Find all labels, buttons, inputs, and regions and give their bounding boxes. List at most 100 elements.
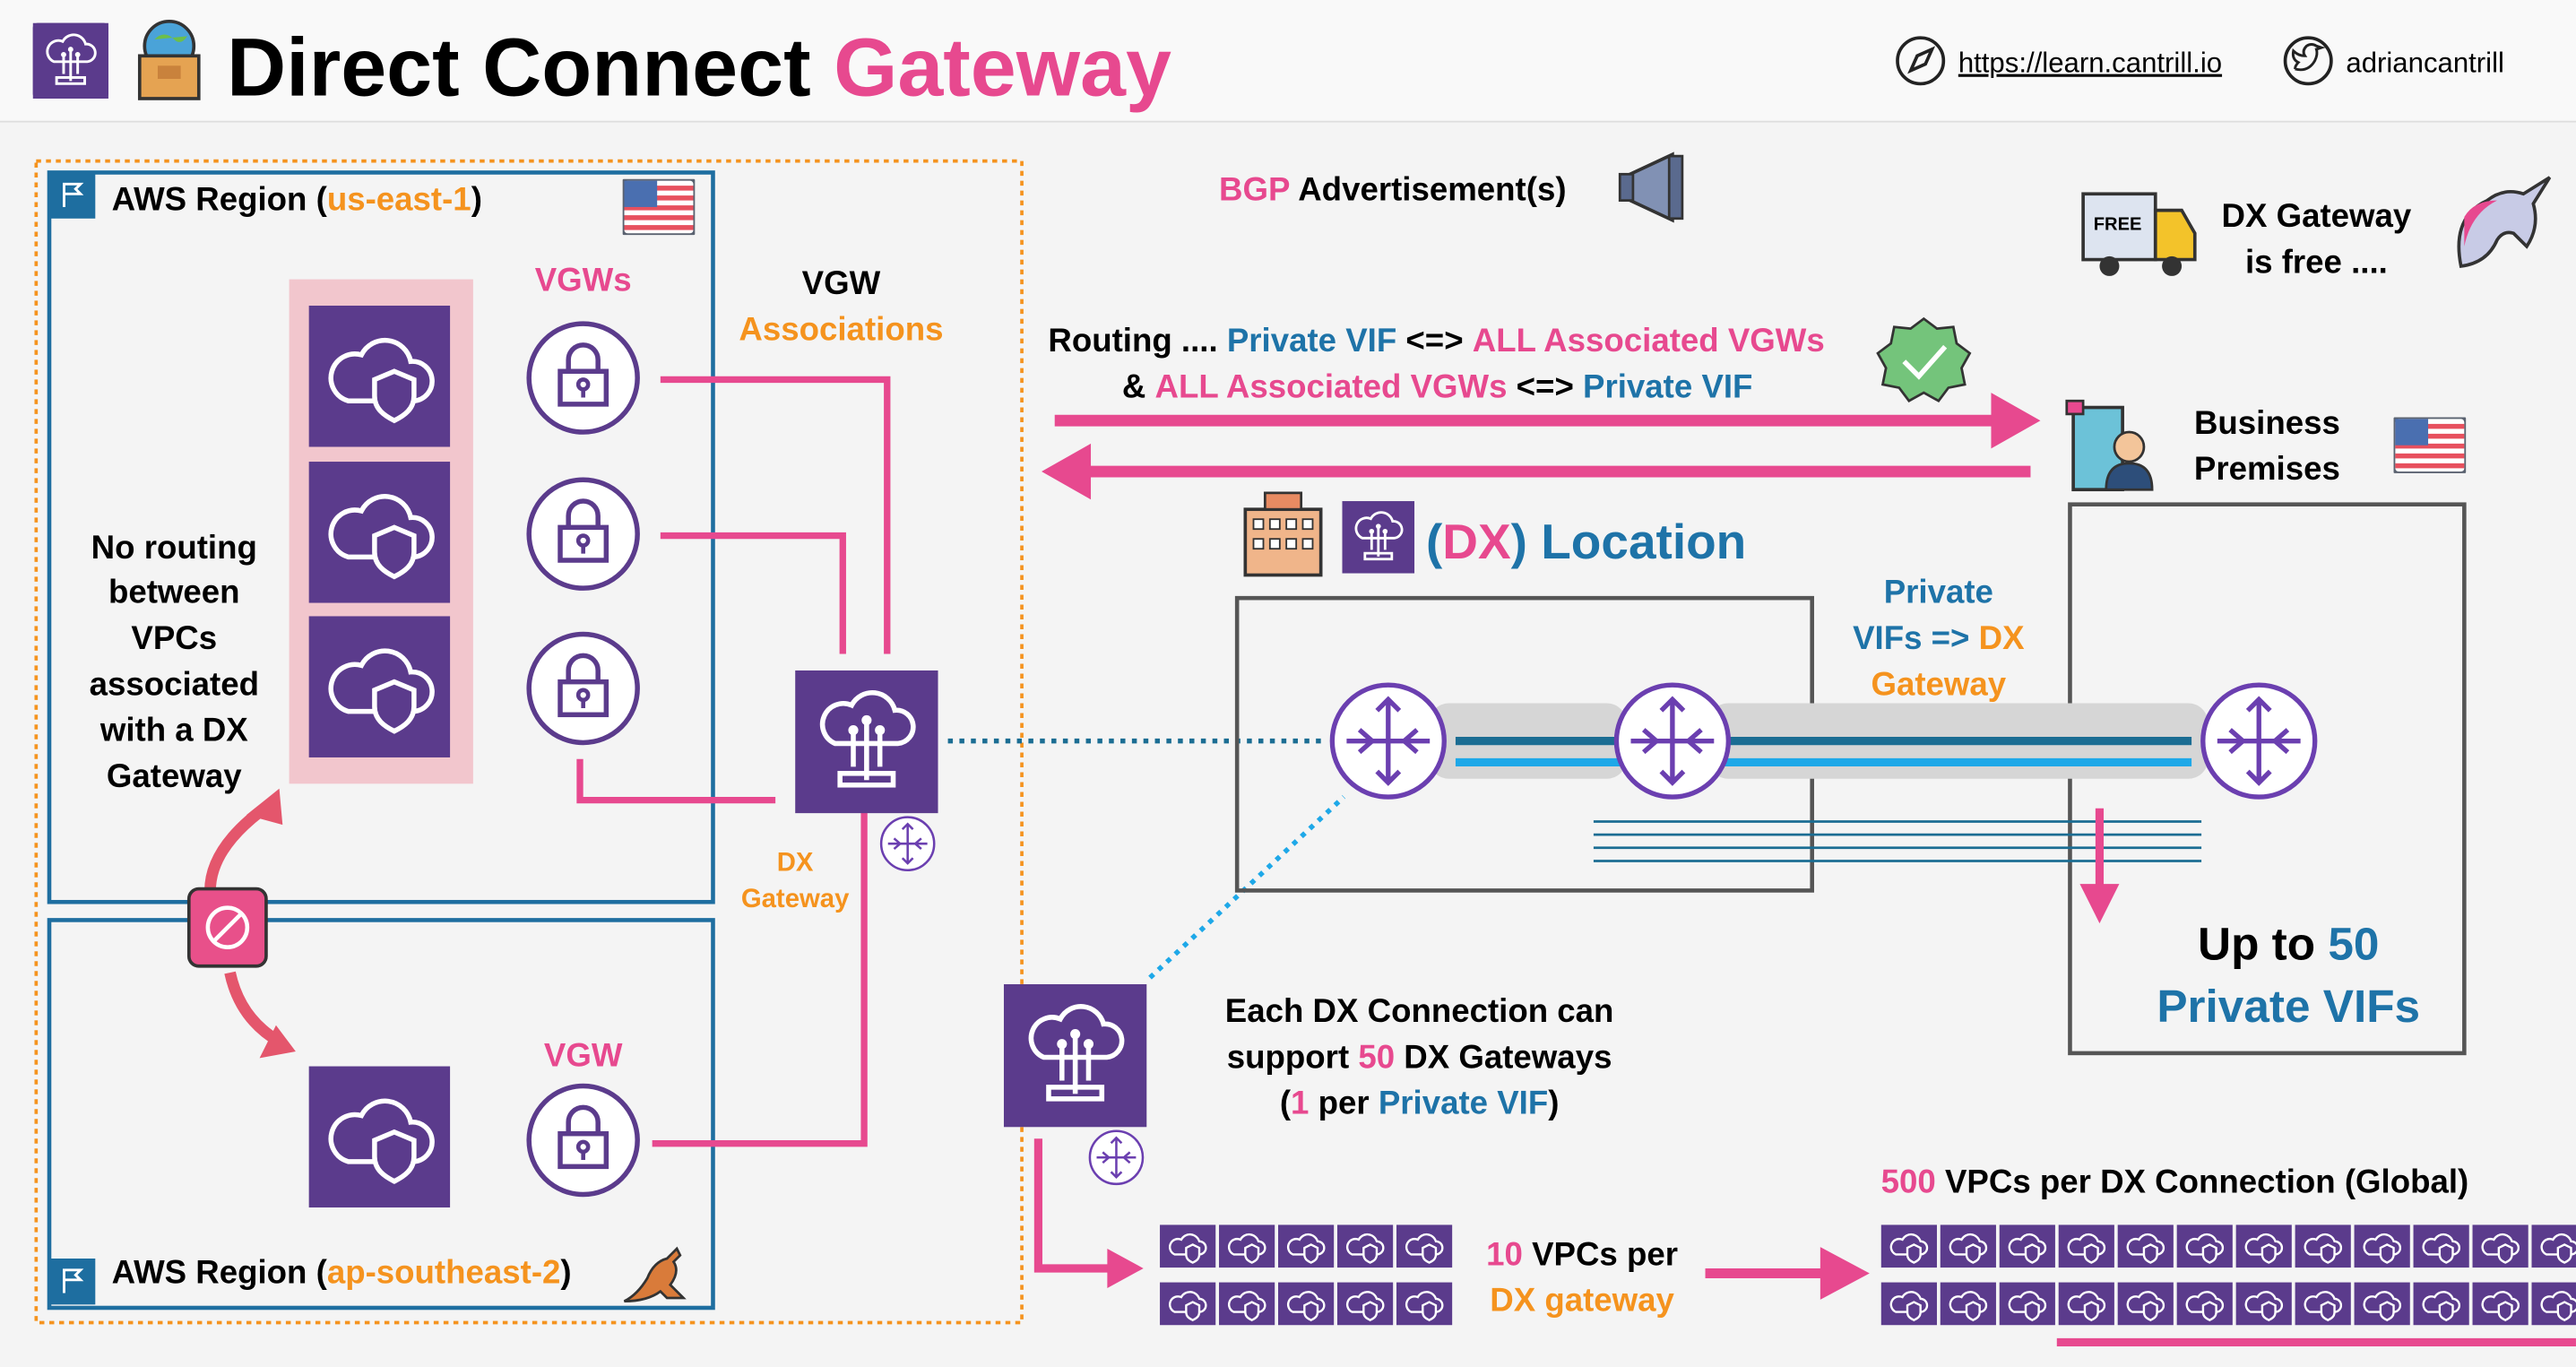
check-badge-icon <box>1876 316 1972 403</box>
vgw-associations-label-2: Associations <box>739 310 943 347</box>
mini-vpc-icon <box>2176 1223 2233 1269</box>
vgw-lock-icon <box>529 1086 637 1195</box>
gateway2-to-router-link <box>1148 794 1346 980</box>
vgw-association-lines <box>576 376 891 1147</box>
us-flag-icon <box>2393 417 2467 473</box>
routing-line-2: & ALL Associated VGWs <=> Private VIF <box>1122 368 1753 405</box>
mini-vpc-icon <box>1160 1281 1216 1327</box>
private-vifs-label-1: Private <box>1884 574 1993 610</box>
private-vifs-label-2: VIFs => DX <box>1853 619 2025 656</box>
region-flag-icon <box>48 172 96 219</box>
dx-service-logo-icon <box>32 22 108 99</box>
kangaroo-icon <box>623 1246 687 1303</box>
region-ap-southeast-2 <box>47 918 715 1311</box>
vgws-label: VGWs <box>535 261 632 298</box>
no-routing-note: No routing between VPCs associated with … <box>90 529 259 794</box>
business-label-1: Business <box>2194 404 2340 441</box>
mini-vpc-icon <box>2058 1281 2114 1327</box>
router-icon <box>1088 1129 1145 1186</box>
private-vifs-label-3: Gateway <box>1871 665 2006 702</box>
dx-gateway-icon <box>795 671 938 813</box>
vpc-grid-10 <box>1160 1223 1453 1327</box>
bgp-label: BGP Advertisement(s) <box>1219 171 1567 208</box>
mini-vpc-icon <box>2117 1281 2174 1327</box>
mini-vpc-icon <box>1999 1223 2055 1269</box>
free-truck-text: FREE <box>2094 215 2142 235</box>
mini-vpc-icon <box>2531 1223 2576 1269</box>
mini-vpc-icon <box>1277 1281 1335 1327</box>
course-link[interactable]: https://learn.cantrill.io <box>1958 48 2222 79</box>
private-vifs-count-label: Private VIFs <box>2157 981 2420 1032</box>
mini-vpc-icon <box>2413 1281 2469 1327</box>
free-label-2: is free .... <box>2245 243 2388 280</box>
mini-vpc-icon <box>1219 1223 1275 1269</box>
mini-vpc-icon <box>2235 1281 2292 1327</box>
dx-gateway-icon-2 <box>1004 984 1146 1127</box>
mini-vpc-icon <box>1396 1281 1453 1327</box>
mini-vpc-icon <box>2117 1223 2174 1269</box>
svg-text:with a DX: with a DX <box>99 712 248 748</box>
customer-router-at-dx-icon <box>1616 685 1728 797</box>
vpc-grid-500 <box>1880 1223 2576 1327</box>
vgw-lock-icon <box>529 324 637 432</box>
unicorn-icon <box>2457 176 2552 268</box>
dx-gateway-label-2: Gateway <box>741 884 850 913</box>
mini-vpc-icon <box>1396 1223 1453 1269</box>
vpcs-per-gateway-line-2: DX gateway <box>1490 1282 1674 1319</box>
vgw-lock-icon <box>529 634 637 742</box>
mini-vpc-icon <box>2295 1223 2351 1269</box>
mini-vpc-icon <box>2354 1281 2410 1327</box>
region1-label: AWS Region (us-east-1) <box>112 181 482 218</box>
aws-router-icon <box>1332 685 1444 797</box>
routing-line-1: Routing .... Private VIF <=> ALL Associa… <box>1048 322 1824 359</box>
mini-vpc-icon <box>1940 1223 1996 1269</box>
mini-vpc-icon <box>1219 1281 1275 1327</box>
vpc-icon <box>309 306 451 447</box>
each-dx-note: Each DX Connection can support 50 DX Gat… <box>1225 992 1614 1121</box>
vgw-lock-icon <box>529 480 637 588</box>
twitter-icon <box>2283 36 2333 86</box>
mini-vpc-icon <box>1880 1223 1937 1269</box>
compass-icon <box>1896 36 1946 86</box>
mini-vpc-icon <box>2235 1223 2292 1269</box>
mini-vpc-icon <box>2472 1223 2528 1269</box>
svg-text:VPCs: VPCs <box>131 619 217 656</box>
page-title: Direct Connect Gateway <box>227 22 1171 113</box>
mini-vpc-icon <box>1336 1281 1394 1327</box>
twitter-handle[interactable]: adriancantrill <box>2346 48 2504 79</box>
mini-vpc-icon <box>1277 1223 1335 1269</box>
vgw-label: VGW <box>544 1037 623 1074</box>
vpcs-per-gateway-line-1: 10 VPCs per <box>1486 1235 1678 1272</box>
router-icon <box>879 816 936 872</box>
vgw-associations-label-1: VGW <box>802 264 881 301</box>
svg-text:Each DX Connection can: Each DX Connection can <box>1225 992 1614 1029</box>
mini-vpc-icon <box>1999 1281 2055 1327</box>
business-label-2: Premises <box>2194 450 2340 487</box>
office-building-icon <box>2065 399 2154 492</box>
vpc-icon <box>309 462 451 603</box>
mini-vpc-icon <box>2531 1281 2576 1327</box>
svg-text:No routing: No routing <box>91 529 257 566</box>
us-flag-icon <box>622 178 696 236</box>
header-bar <box>0 0 2576 122</box>
free-label-1: DX Gateway <box>2221 197 2411 234</box>
up-to-label: Up to 50 <box>2198 918 2379 969</box>
mini-vpc-icon <box>2413 1223 2469 1269</box>
dx-location-service-icon <box>1342 501 1415 574</box>
on-prem-router-icon <box>2203 685 2315 797</box>
extra-vif-lines <box>1593 820 2202 862</box>
mini-vpc-icon <box>2472 1281 2528 1327</box>
mini-vpc-icon <box>1940 1281 1996 1327</box>
region2-label: AWS Region (ap-southeast-2) <box>112 1253 572 1290</box>
svg-text:support 50 DX Gateways: support 50 DX Gateways <box>1227 1038 1612 1075</box>
mini-vpc-icon <box>2295 1281 2351 1327</box>
mini-vpc-icon <box>2176 1281 2233 1327</box>
vpc-icon <box>309 616 451 757</box>
mini-vpc-icon <box>2354 1223 2410 1269</box>
mini-vpc-icon <box>2058 1223 2114 1269</box>
mini-vpc-icon <box>1880 1281 1937 1327</box>
free-truck-icon <box>2081 192 2197 276</box>
svg-text:between: between <box>108 574 240 610</box>
